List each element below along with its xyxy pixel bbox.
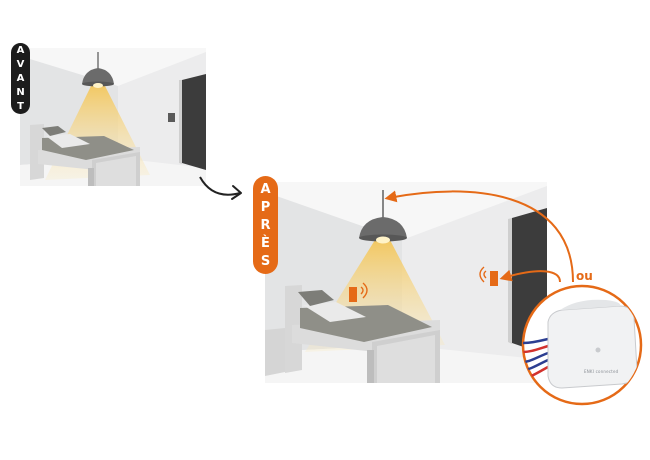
after-label-letter: È xyxy=(261,235,270,251)
before-label-letter: V xyxy=(16,58,25,70)
before-ceiling xyxy=(20,48,206,86)
before-lamp xyxy=(82,68,114,84)
after-label-letter: R xyxy=(260,217,271,233)
after-label-letter: S xyxy=(260,253,271,269)
after-lamp xyxy=(359,217,407,238)
module-brand-label: ENKI connected xyxy=(584,369,619,374)
after-label-letter: P xyxy=(260,199,271,215)
micromodule-icon xyxy=(521,284,643,406)
wall-switch-icon xyxy=(168,113,175,122)
wireless-switch-back-icon xyxy=(479,266,498,286)
transition-arrow-icon xyxy=(199,176,241,196)
control-arrow-switch-icon xyxy=(499,269,561,283)
before-label-letter: N xyxy=(16,86,25,98)
before-room xyxy=(20,48,206,186)
after-bed xyxy=(285,285,440,383)
wireless-switch-icon xyxy=(349,282,368,302)
after-bedside-table xyxy=(265,328,285,376)
after-label-letter: A xyxy=(260,181,271,197)
before-label-letter: A xyxy=(16,44,25,56)
before-label-letter: A xyxy=(16,72,25,84)
before-bed xyxy=(30,124,140,186)
before-label: A V A N T xyxy=(11,43,30,114)
or-label: ou xyxy=(576,269,593,283)
before-label-letter: T xyxy=(17,100,24,112)
before-door xyxy=(182,74,206,170)
after-ceiling xyxy=(265,182,547,240)
after-label: A P R È S xyxy=(253,176,278,274)
control-arrow-lamp-icon xyxy=(384,190,574,283)
after-room xyxy=(265,182,547,383)
